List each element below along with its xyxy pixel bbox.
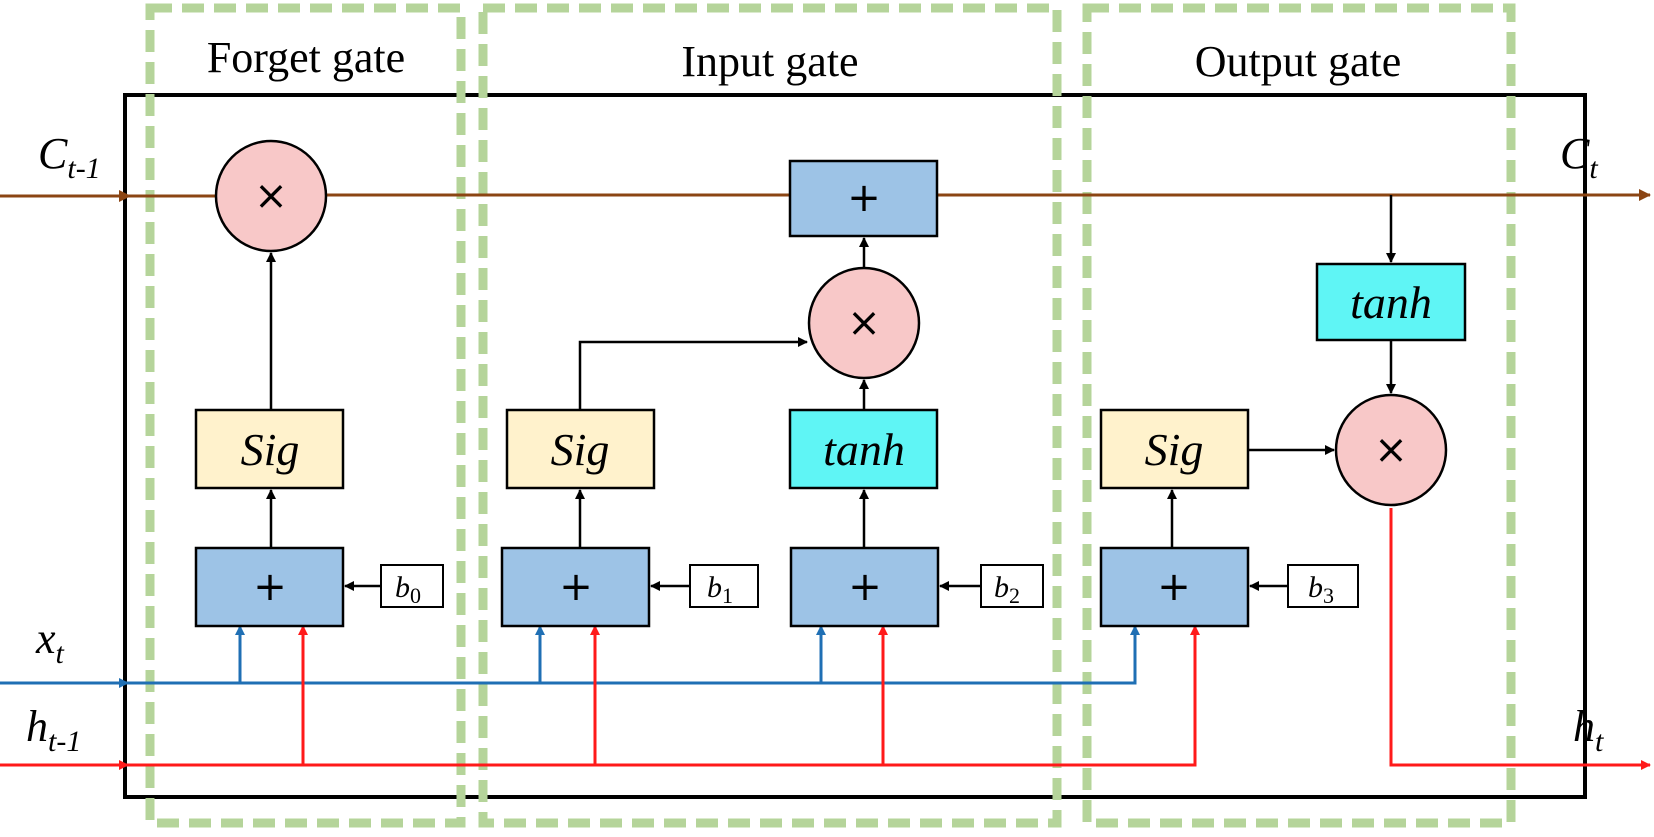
input-sig-box <box>505 408 656 490</box>
cell-update-sum-symbol: + <box>847 175 881 221</box>
forget-gate-title: Forget gate <box>207 33 405 82</box>
label-h-next: ht <box>1573 702 1604 758</box>
output-multiply-circle <box>1334 393 1448 507</box>
output-sum-box <box>1099 546 1250 628</box>
output-sum-symbol: + <box>1157 564 1191 610</box>
output-tanh-label: tanh <box>1350 277 1432 328</box>
input-sig-label: Sig <box>551 424 610 475</box>
forget-multiply-symbol: × <box>254 173 288 219</box>
label-x-t: xt <box>35 614 65 670</box>
input-sum-symbol-2: + <box>848 564 882 610</box>
output-sig-label: Sig <box>1145 424 1204 475</box>
h-bus-line <box>128 625 1200 767</box>
bias-b2-box <box>980 564 1044 608</box>
bias-b3-label: b3 <box>1308 571 1334 608</box>
input-gate-region <box>478 3 1062 828</box>
h-output-line <box>1389 508 1651 770</box>
input-sum-box-2 <box>789 546 940 628</box>
forget-multiply-circle <box>214 139 328 253</box>
label-c-next: Ct <box>1560 129 1598 185</box>
input-sum-box-1 <box>500 546 651 628</box>
input-tanh-label: tanh <box>823 424 905 475</box>
input-tanh-box <box>788 408 939 490</box>
forget-sum-symbol: + <box>253 564 287 610</box>
bias-b2-label: b2 <box>994 571 1020 608</box>
input-sig-to-mult <box>578 337 808 410</box>
bias-b1-label: b1 <box>707 571 733 608</box>
x-bus-line <box>128 625 1140 685</box>
output-gate-title: Output gate <box>1195 37 1402 86</box>
output-gate-region <box>1082 3 1516 828</box>
bias-b3-box <box>1287 564 1359 608</box>
label-c-prev: Ct-1 <box>38 129 101 185</box>
input-multiply-symbol: × <box>847 300 881 346</box>
cell-border <box>123 93 1587 799</box>
cell-update-sum-box <box>788 159 939 238</box>
forget-sum-box <box>194 546 345 628</box>
forget-sig-box <box>194 408 345 490</box>
bias-b0-box <box>380 564 444 608</box>
output-tanh-box <box>1315 262 1467 342</box>
input-sum-symbol-1: + <box>559 564 593 610</box>
forget-gate-region <box>145 3 466 828</box>
output-multiply-symbol: × <box>1374 427 1408 473</box>
bias-b0-label: b0 <box>395 571 421 608</box>
label-h-prev: ht-1 <box>26 702 81 758</box>
forget-sig-label: Sig <box>241 424 300 475</box>
input-gate-title: Input gate <box>681 37 858 86</box>
output-sig-box <box>1099 408 1250 490</box>
